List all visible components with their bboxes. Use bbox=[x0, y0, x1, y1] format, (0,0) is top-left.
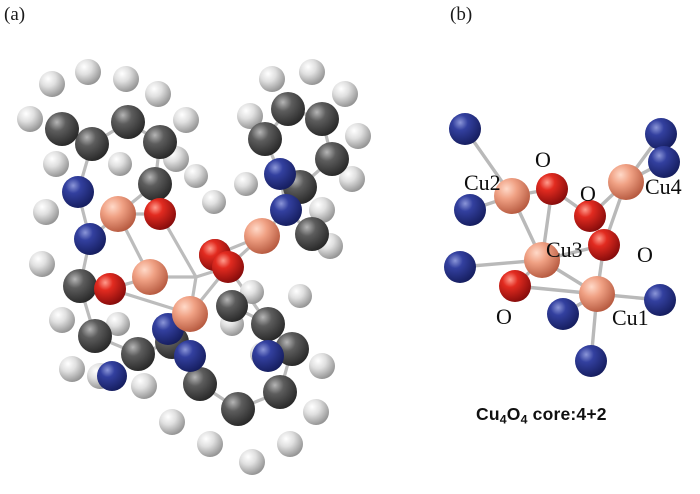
atom-cu3 bbox=[524, 242, 560, 278]
core-caption: Cu4O4 core:4+2 bbox=[476, 404, 607, 426]
atom-cu4 bbox=[608, 164, 644, 200]
atom-group-a bbox=[17, 59, 371, 475]
label-o-top: O bbox=[535, 147, 551, 172]
atom-n bbox=[454, 194, 486, 226]
atom-o bbox=[499, 270, 531, 302]
molecule-b-svg: Cu2 Cu3 Cu4 Cu1 O O O O bbox=[444, 113, 682, 377]
atom-cu1 bbox=[579, 276, 615, 312]
panel-a-structure bbox=[0, 24, 440, 494]
label-cu3: Cu3 bbox=[546, 237, 583, 262]
atom-cu2 bbox=[494, 178, 530, 214]
caption-sub-o: 4 bbox=[520, 412, 528, 427]
molecule-a-svg bbox=[17, 59, 371, 475]
caption-cu: Cu bbox=[476, 404, 500, 424]
atom-o bbox=[536, 173, 568, 205]
atom-o bbox=[574, 200, 606, 232]
atom-n bbox=[648, 146, 680, 178]
atom-n bbox=[644, 284, 676, 316]
label-o-right: O bbox=[637, 242, 653, 267]
label-cu4: Cu4 bbox=[645, 174, 682, 199]
atom-n bbox=[444, 251, 476, 283]
panel-a-label: (a) bbox=[4, 4, 26, 25]
label-cu2: Cu2 bbox=[464, 170, 501, 195]
panel-b-structure: Cu2 Cu3 Cu4 Cu1 O O O O bbox=[430, 24, 700, 494]
atom-o bbox=[588, 229, 620, 261]
atom-n bbox=[547, 298, 579, 330]
atom-group-b bbox=[444, 113, 680, 377]
caption-sub-cu: 4 bbox=[499, 412, 507, 427]
panel-b-label: (b) bbox=[450, 4, 473, 25]
atom-n bbox=[645, 118, 677, 150]
caption-o: O bbox=[506, 404, 521, 424]
atom-label-group-b: Cu2 Cu3 Cu4 Cu1 O O O O bbox=[464, 147, 682, 330]
label-o-bottom: O bbox=[496, 304, 512, 329]
label-cu1: Cu1 bbox=[612, 305, 649, 330]
caption-suffix: core:4+2 bbox=[527, 404, 607, 424]
label-o-mid: O bbox=[580, 181, 596, 206]
atom-n bbox=[449, 113, 481, 145]
atom-n bbox=[575, 345, 607, 377]
